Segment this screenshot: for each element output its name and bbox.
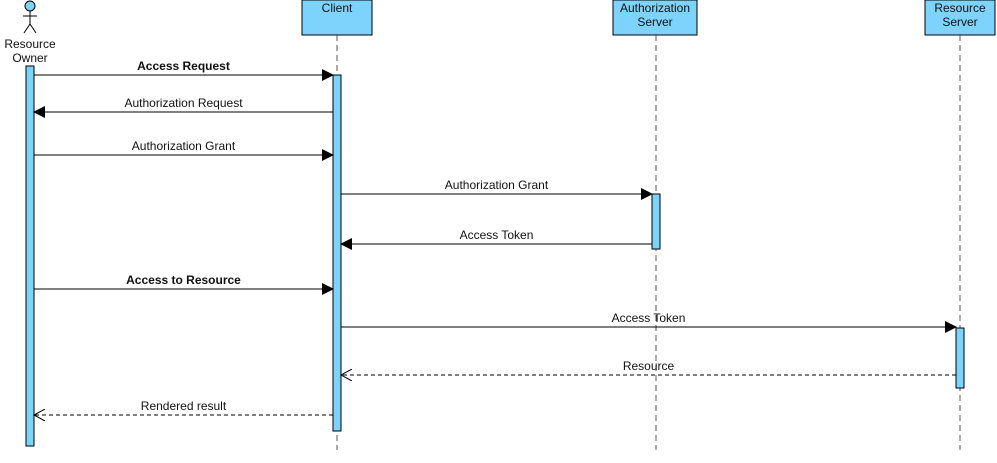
message-8: Resource: [341, 359, 956, 375]
message-label: Access Token: [612, 311, 686, 325]
client-label: Client: [322, 1, 353, 15]
resource-owner-actor: Resource Owner: [4, 0, 56, 65]
resource-server-label-line2: Server: [942, 15, 977, 29]
stick-figure-icon: [23, 0, 37, 34]
message-label: Authorization Grant: [445, 178, 549, 192]
client-activation: [332, 74, 342, 432]
authorization-server-participant: Authorization Server: [612, 0, 698, 36]
message-2: Authorization Request: [33, 96, 333, 118]
resource-server-label-line1: Resource: [934, 1, 986, 15]
message-label: Access Request: [137, 59, 230, 73]
message-1: Access Request: [34, 59, 334, 81]
resource-owner-activation: [25, 65, 35, 447]
message-label: Authorization Grant: [132, 139, 236, 153]
resource-server-activation: [955, 327, 965, 389]
message-label: Access to Resource: [126, 273, 241, 287]
message-4: Authorization Grant: [341, 178, 653, 200]
message-9: Rendered result: [34, 399, 333, 415]
message-label: Access Token: [460, 228, 534, 242]
message-6: Access to Resource: [34, 273, 334, 295]
message-5: Access Token: [340, 228, 652, 250]
message-7: Access Token: [341, 311, 957, 333]
authorization-server-label-line1: Authorization: [620, 1, 690, 15]
client-participant: Client: [301, 0, 373, 36]
message-label: Resource: [623, 359, 675, 373]
authorization-server-label-line2: Server: [637, 15, 672, 29]
authorization-server-activation: [651, 193, 661, 250]
resource-owner-label-line2: Owner: [12, 51, 47, 65]
message-label: Rendered result: [141, 399, 227, 413]
message-label: Authorization Request: [124, 96, 243, 110]
message-3: Authorization Grant: [34, 139, 334, 161]
resource-server-participant: Resource Server: [924, 0, 996, 36]
resource-owner-label-line1: Resource: [4, 37, 56, 51]
